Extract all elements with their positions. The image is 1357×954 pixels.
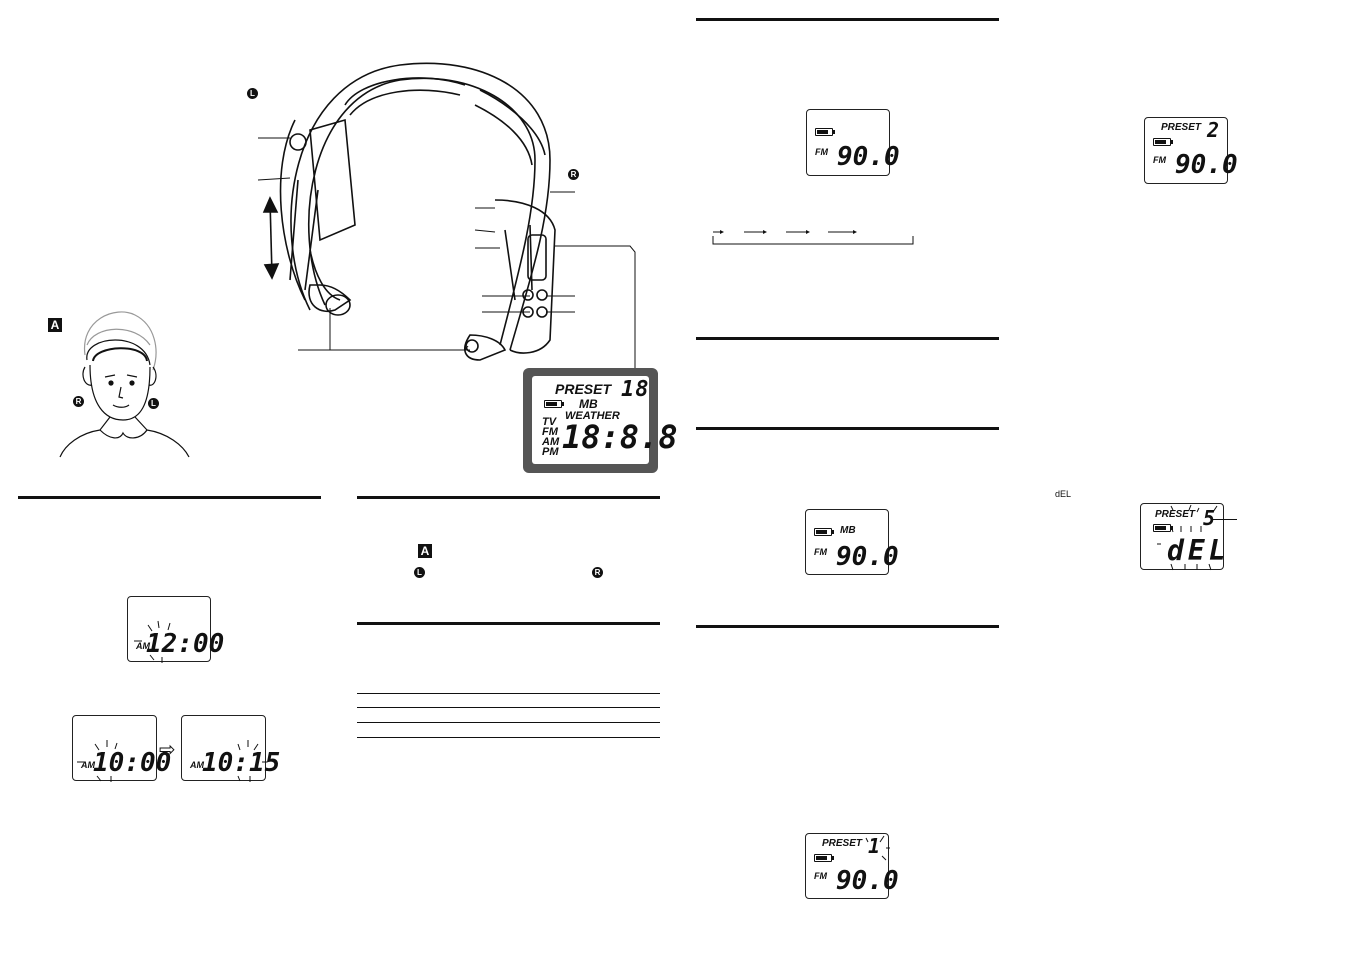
battery-icon xyxy=(1153,138,1173,146)
section-rule-table xyxy=(357,622,660,625)
clock-display-minute: AM 10:15 xyxy=(181,715,280,782)
right-marker-top: R xyxy=(568,169,579,180)
preset-label: PRESET xyxy=(1161,122,1202,133)
clock-digits: 10:15 xyxy=(202,748,281,778)
clock-digits: 10:00 xyxy=(93,748,172,778)
del-caption: dEL xyxy=(1055,489,1072,499)
right-marker-text: R xyxy=(592,567,603,578)
figure-a-reference: A xyxy=(418,544,432,558)
section-rule-tuning xyxy=(696,18,999,21)
section-rule-mb xyxy=(696,337,999,340)
table-rule-4 xyxy=(357,737,660,738)
band-cycle-diagram xyxy=(712,230,914,245)
section-rule-wearing xyxy=(357,496,660,499)
next-step-arrow-icon: ⇨ xyxy=(159,737,176,761)
big-preset-num: 18 xyxy=(621,377,650,402)
figure-a-marker: A xyxy=(48,318,62,332)
preset-label: PRESET xyxy=(1155,509,1196,520)
preset-number: 2 xyxy=(1207,118,1221,142)
battery-icon xyxy=(814,528,834,536)
battery-icon xyxy=(814,854,834,862)
big-tv-label: TV xyxy=(542,416,557,428)
band-label: FM xyxy=(814,547,827,557)
band-label: FM xyxy=(815,147,828,157)
section-rule-mb-2 xyxy=(696,427,999,430)
headband-radio-illustration xyxy=(257,62,636,368)
fm-display: FM 90.0 xyxy=(806,109,900,176)
delete-preset-display: PRESET 5 dEL xyxy=(1140,503,1226,571)
section-rule-preset xyxy=(696,625,999,628)
table-rule-2 xyxy=(357,707,660,708)
big-battery-icon xyxy=(544,400,564,408)
preset-2-display: PRESET 2 FM 90.0 xyxy=(1144,117,1238,184)
section-rule-clock xyxy=(18,496,321,499)
table-rule-1 xyxy=(357,693,660,694)
preset-number: 5 xyxy=(1203,506,1217,530)
big-digits: 18:8.8 xyxy=(562,418,678,456)
band-label: FM xyxy=(1153,155,1166,165)
del-digits: dEL xyxy=(1167,534,1230,567)
preset-number: 1 xyxy=(868,834,882,858)
big-preset-label: PRESET xyxy=(555,381,612,397)
person-right-marker: R xyxy=(73,396,84,407)
frequency-digits: 90.0 xyxy=(836,866,899,896)
big-weather-label: WEATHER xyxy=(565,410,620,422)
full-display-panel: PRESET 18 MB WEATHER TV FM AM PM 18:8.8 xyxy=(523,368,678,473)
frequency-digits: 90.0 xyxy=(836,542,899,572)
person-wearing-illustration xyxy=(59,311,190,458)
clock-display-hour: AM 10:00 xyxy=(72,715,171,782)
mb-display: MB FM 90.0 xyxy=(805,509,899,575)
big-am-label: AM xyxy=(542,436,560,448)
left-marker-text: L xyxy=(414,567,425,578)
clock-ampm-label: AM xyxy=(136,641,150,651)
clock-ampm-label: AM xyxy=(190,760,204,770)
preset-label: PRESET xyxy=(822,838,863,849)
preset-display-blinking: PRESET 1 FM 90.0 xyxy=(805,833,899,899)
big-pm-label: PM xyxy=(542,446,559,458)
band-label: FM xyxy=(814,871,827,881)
mb-label: MB xyxy=(840,525,856,536)
table-rule-3 xyxy=(357,722,660,723)
battery-icon xyxy=(815,128,835,136)
big-mb-label: MB xyxy=(579,397,598,411)
clock-digits: 12:00 xyxy=(146,629,225,659)
big-fm-label: FM xyxy=(542,426,558,438)
frequency-digits: 90.0 xyxy=(837,142,900,172)
left-marker-top: L xyxy=(247,88,258,99)
clock-display-initial: AM 12:00 xyxy=(127,596,224,663)
person-left-marker: L xyxy=(148,398,159,409)
clock-ampm-label: AM xyxy=(81,760,95,770)
delete-preset-leader xyxy=(1213,519,1237,520)
frequency-digits: 90.0 xyxy=(1175,150,1238,180)
battery-icon xyxy=(1153,524,1173,532)
